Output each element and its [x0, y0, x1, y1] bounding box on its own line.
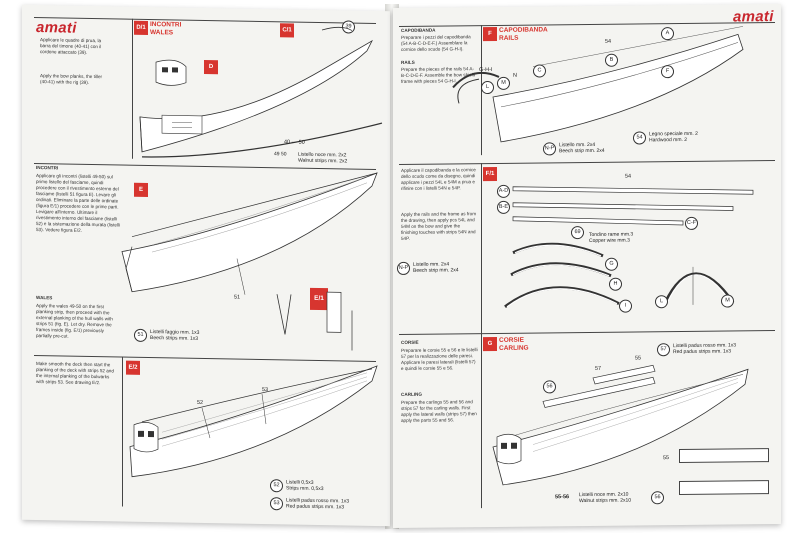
part-num-53: 53: [262, 386, 269, 394]
hull-drawing-f: [452, 26, 744, 143]
hull-drawing-e: [121, 172, 378, 295]
caption-52-num: 52: [270, 479, 283, 493]
caption-56-line2: Walnut strips mm. 2x10: [579, 497, 632, 505]
caption-52-line2: Strips mm. 0,5x3: [286, 485, 324, 493]
part-num-56: 56: [543, 380, 556, 394]
rail-parts-drawing: [504, 186, 754, 309]
caption-57-line2: Red padus strips mm. 1x3: [673, 348, 732, 356]
tool-detail-drawing: [276, 291, 353, 351]
caption-53-num: 53: [270, 497, 283, 511]
hull-drawing-g: [492, 364, 749, 486]
caption-57-num: 57: [657, 343, 670, 357]
part-num-55-bottom: 55: [663, 455, 670, 462]
strip-55-box: [679, 448, 769, 464]
left-page: amati Applicare le quadre di prua, la ba…: [22, 4, 390, 527]
strip-56-box: [679, 480, 769, 496]
hull-drawing-e2: [129, 365, 378, 478]
caption-56-num: 56: [651, 491, 664, 505]
part-num-52: 52: [197, 399, 204, 406]
right-page: amati CAPODIBANDA Preparare i pezzi del …: [393, 3, 781, 529]
part-num-55: 55: [635, 355, 642, 362]
caption-53-line2: Red padus strips mm. 1x3: [286, 503, 345, 511]
part-num-55-56: 55-56: [555, 494, 570, 501]
part-num-57: 57: [595, 365, 602, 372]
hull-drawing-top: [139, 26, 383, 158]
